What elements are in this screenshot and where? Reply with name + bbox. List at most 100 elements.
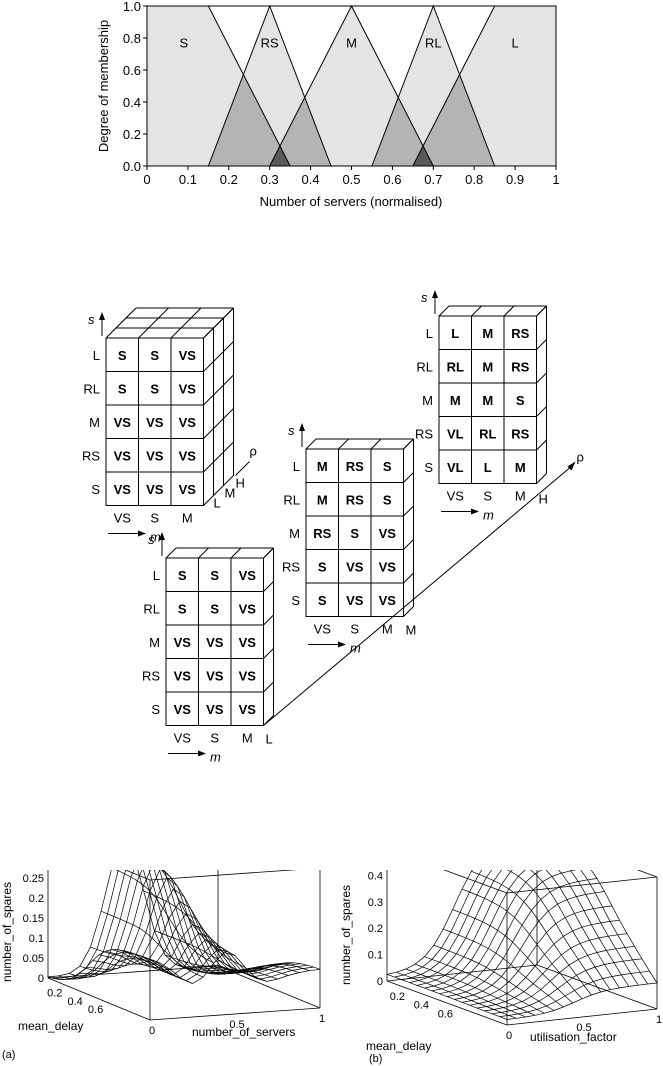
x-tick-label: 0.7 bbox=[424, 172, 442, 187]
col-label: S bbox=[210, 731, 219, 746]
depth-edge bbox=[203, 341, 234, 372]
rule-cell: S bbox=[383, 492, 392, 507]
mesh-line bbox=[401, 870, 493, 981]
depth-edge bbox=[536, 305, 547, 317]
rule-cell: RS bbox=[346, 459, 364, 474]
mesh-line bbox=[499, 970, 650, 1017]
mesh-line bbox=[60, 870, 231, 980]
mesh-line bbox=[130, 939, 301, 976]
rule-cell: VS bbox=[239, 635, 257, 650]
col-label: VS bbox=[174, 731, 192, 746]
rule-cell: VS bbox=[239, 702, 257, 717]
s-axis-label: s bbox=[148, 532, 155, 547]
surface-mesh-b bbox=[386, 870, 658, 1020]
overlap-M-RL bbox=[371, 98, 434, 166]
rule-cell: M bbox=[515, 460, 526, 475]
box-edge bbox=[536, 964, 658, 1010]
surface-plots: 00.050.10.150.20.250.30.3500.510.20.40.6… bbox=[0, 870, 662, 1065]
s-axis-label: s bbox=[421, 290, 428, 305]
rule-cell: VL bbox=[447, 460, 464, 475]
row-label: RS bbox=[282, 559, 300, 574]
box-edge bbox=[217, 965, 321, 1009]
x-axis-label-b: utilisation_factor bbox=[530, 1030, 617, 1044]
rule-cell: VS bbox=[114, 448, 132, 463]
rule-cell: M bbox=[482, 393, 493, 408]
box-edge bbox=[386, 980, 508, 1026]
depth-edge bbox=[138, 307, 169, 339]
s-arrowhead bbox=[432, 290, 438, 298]
rule-cell: VS bbox=[174, 635, 192, 650]
depth-edge bbox=[403, 472, 414, 483]
depth-edge bbox=[403, 505, 414, 517]
rule-cell: RS bbox=[313, 526, 331, 541]
mesh-line bbox=[506, 982, 658, 1020]
table-face bbox=[165, 557, 264, 726]
rule-cell: S bbox=[350, 526, 359, 541]
mesh-line bbox=[590, 870, 658, 984]
series-label-S: S bbox=[179, 36, 188, 51]
rho-axis-arrow bbox=[235, 461, 250, 476]
row-label: L bbox=[93, 348, 100, 363]
rule-cell: S bbox=[318, 593, 327, 608]
box-edge bbox=[47, 977, 151, 1021]
depth-label: H bbox=[236, 476, 245, 491]
box-edge bbox=[386, 964, 538, 982]
depth-edge bbox=[438, 305, 450, 317]
membership-fills bbox=[147, 6, 556, 166]
mesh-line bbox=[54, 870, 225, 979]
mesh-line bbox=[471, 870, 592, 996]
rule-cell: S bbox=[178, 601, 187, 616]
x-tick-label: 0.6 bbox=[383, 172, 401, 187]
depth-label: M bbox=[406, 623, 417, 638]
s-axis-label: s bbox=[88, 312, 95, 327]
series-label-RS: RS bbox=[261, 36, 279, 51]
row-label: M bbox=[149, 635, 160, 650]
rule-cell: RL bbox=[479, 426, 496, 441]
overlap-triple bbox=[269, 146, 291, 166]
rule-cell: VS bbox=[179, 415, 197, 430]
row-label: M bbox=[422, 393, 433, 408]
y-tick-label: 0.4 bbox=[68, 996, 83, 1008]
row-label: RS bbox=[82, 448, 100, 463]
depth-edge bbox=[403, 606, 414, 617]
rule-cell: VS bbox=[179, 448, 197, 463]
table-face bbox=[305, 448, 404, 617]
rule-cell: VS bbox=[206, 668, 224, 683]
row-label: RS bbox=[415, 426, 433, 441]
s-arrowhead bbox=[159, 532, 165, 540]
series-label-M: M bbox=[346, 36, 357, 51]
m-axis-label: m bbox=[210, 750, 221, 765]
ticks-a: 00.050.10.150.20.250.30.3500.510.20.40.6 bbox=[23, 873, 325, 1037]
rule-cell: S bbox=[178, 568, 187, 583]
col-label: S bbox=[150, 511, 159, 526]
rule-cell: M bbox=[317, 492, 328, 507]
z-tick-label: 0 bbox=[377, 976, 383, 988]
rule-cell: VS bbox=[346, 559, 364, 574]
depth-edge bbox=[536, 473, 547, 484]
depth-edge bbox=[263, 614, 274, 626]
depth-edge bbox=[203, 307, 234, 339]
panel-label-a: (a) bbox=[2, 1049, 15, 1061]
y-tick-label: 0.6 bbox=[438, 1008, 453, 1020]
rule-cell: S bbox=[210, 568, 219, 583]
rule-cell: VS bbox=[114, 482, 132, 497]
rule-cell: S bbox=[516, 393, 525, 408]
y-tick-label: 0.8 bbox=[123, 31, 141, 46]
mesh-line bbox=[67, 870, 238, 980]
depth-edge bbox=[263, 547, 274, 559]
rule-cell: VS bbox=[239, 668, 257, 683]
mesh-line bbox=[394, 870, 483, 978]
rule-cell: L bbox=[451, 326, 459, 341]
col-label: M bbox=[515, 489, 526, 504]
x-tick-label: 0.5 bbox=[229, 1019, 244, 1031]
rho-arrowhead bbox=[567, 461, 576, 471]
z-axis-label-b: number_of_spares bbox=[339, 885, 353, 985]
depth-edge bbox=[203, 408, 234, 439]
depth-edge bbox=[536, 372, 547, 384]
rule-cell: VS bbox=[206, 702, 224, 717]
row-label: RL bbox=[283, 492, 300, 507]
